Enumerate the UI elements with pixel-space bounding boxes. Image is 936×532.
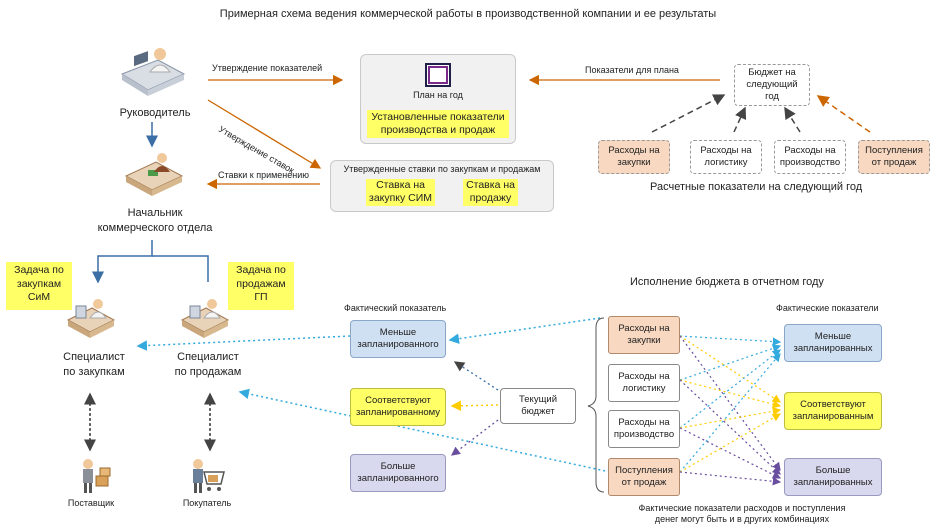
right-more: Больше запланированных <box>784 458 882 496</box>
head-label: Начальник коммерческого отдела <box>97 207 213 234</box>
plan-box: План на год Установленные показатели про… <box>360 54 516 144</box>
purchase-specialist-label: Специалист по закупкам <box>63 351 125 378</box>
footnote: Фактические показатели расходов и поступ… <box>638 503 846 525</box>
plan-subtitle: Установленные показатели производства и … <box>367 109 509 138</box>
current-budget: Текущий бюджет <box>500 388 576 424</box>
fact-label-right: Фактические показатели <box>776 303 879 313</box>
calc-item-sales: Поступления от продаж <box>858 140 930 174</box>
calc-item-production: Расходы на производство <box>774 140 846 174</box>
arrow-approve-rates <box>207 99 322 169</box>
rates-to-apply-label: Ставки к применению <box>218 170 310 180</box>
rates-box: Утвержденные ставки по закупкам и продаж… <box>330 160 554 212</box>
plan-label: План на год <box>413 90 463 101</box>
sales-rate: Ставка на продажу <box>463 179 518 206</box>
specialist-desk-icon <box>66 299 116 338</box>
sales-specialist-label: Специалист по продажам <box>174 351 242 378</box>
plan-frame-icon <box>425 63 451 88</box>
next-year-budget: Бюджет на следующий год <box>734 64 810 106</box>
eval-less: Меньше запланированного <box>350 320 446 358</box>
task-purchase: Задача по закупкам СиМ <box>6 262 72 310</box>
diagram-title: Примерная схема ведения коммерческой раб… <box>219 8 717 20</box>
eval-more: Больше запланированного <box>350 454 446 492</box>
approve-indicators-label: Утверждение показателей <box>212 63 323 73</box>
buyer-icon <box>193 459 225 493</box>
task-sales: Задача по продажам ГП <box>228 262 294 310</box>
calc-item-logistics: Расходы на логистику <box>690 140 762 174</box>
right-less: Меньше запланированных <box>784 324 882 362</box>
rates-header: Утвержденные ставки по закупкам и продаж… <box>343 164 541 174</box>
specialist-desk-icon <box>180 299 230 338</box>
buyer-label: Покупатель <box>182 498 232 508</box>
supplier-icon <box>83 459 111 493</box>
head-desk-icon <box>124 153 184 196</box>
plan-indicators-label: Показатели для плана <box>585 65 679 75</box>
fact-item-sales: Поступления от продаж <box>608 458 680 496</box>
director-label: Руководитель <box>119 107 191 119</box>
supplier-label: Поставщик <box>67 498 115 508</box>
execution-title: Исполнение бюджета в отчетном году <box>630 276 824 288</box>
director-desk-icon <box>120 48 186 96</box>
fact-label: Фактический показатель <box>344 303 447 313</box>
calc-item-purchase: Расходы на закупки <box>598 140 670 174</box>
fact-item-logistics: Расходы на логистику <box>608 364 680 402</box>
fact-item-purchase: Расходы на закупки <box>608 316 680 354</box>
fact-item-production: Расходы на производство <box>608 410 680 448</box>
calc-caption: Расчетные показатели на следующий год <box>650 181 863 193</box>
right-match: Соответствуют запланированным <box>784 392 882 430</box>
purchase-rate: Ставка на закупку СИМ <box>366 179 436 206</box>
eval-match: Соответствуют запланированному <box>350 388 446 426</box>
